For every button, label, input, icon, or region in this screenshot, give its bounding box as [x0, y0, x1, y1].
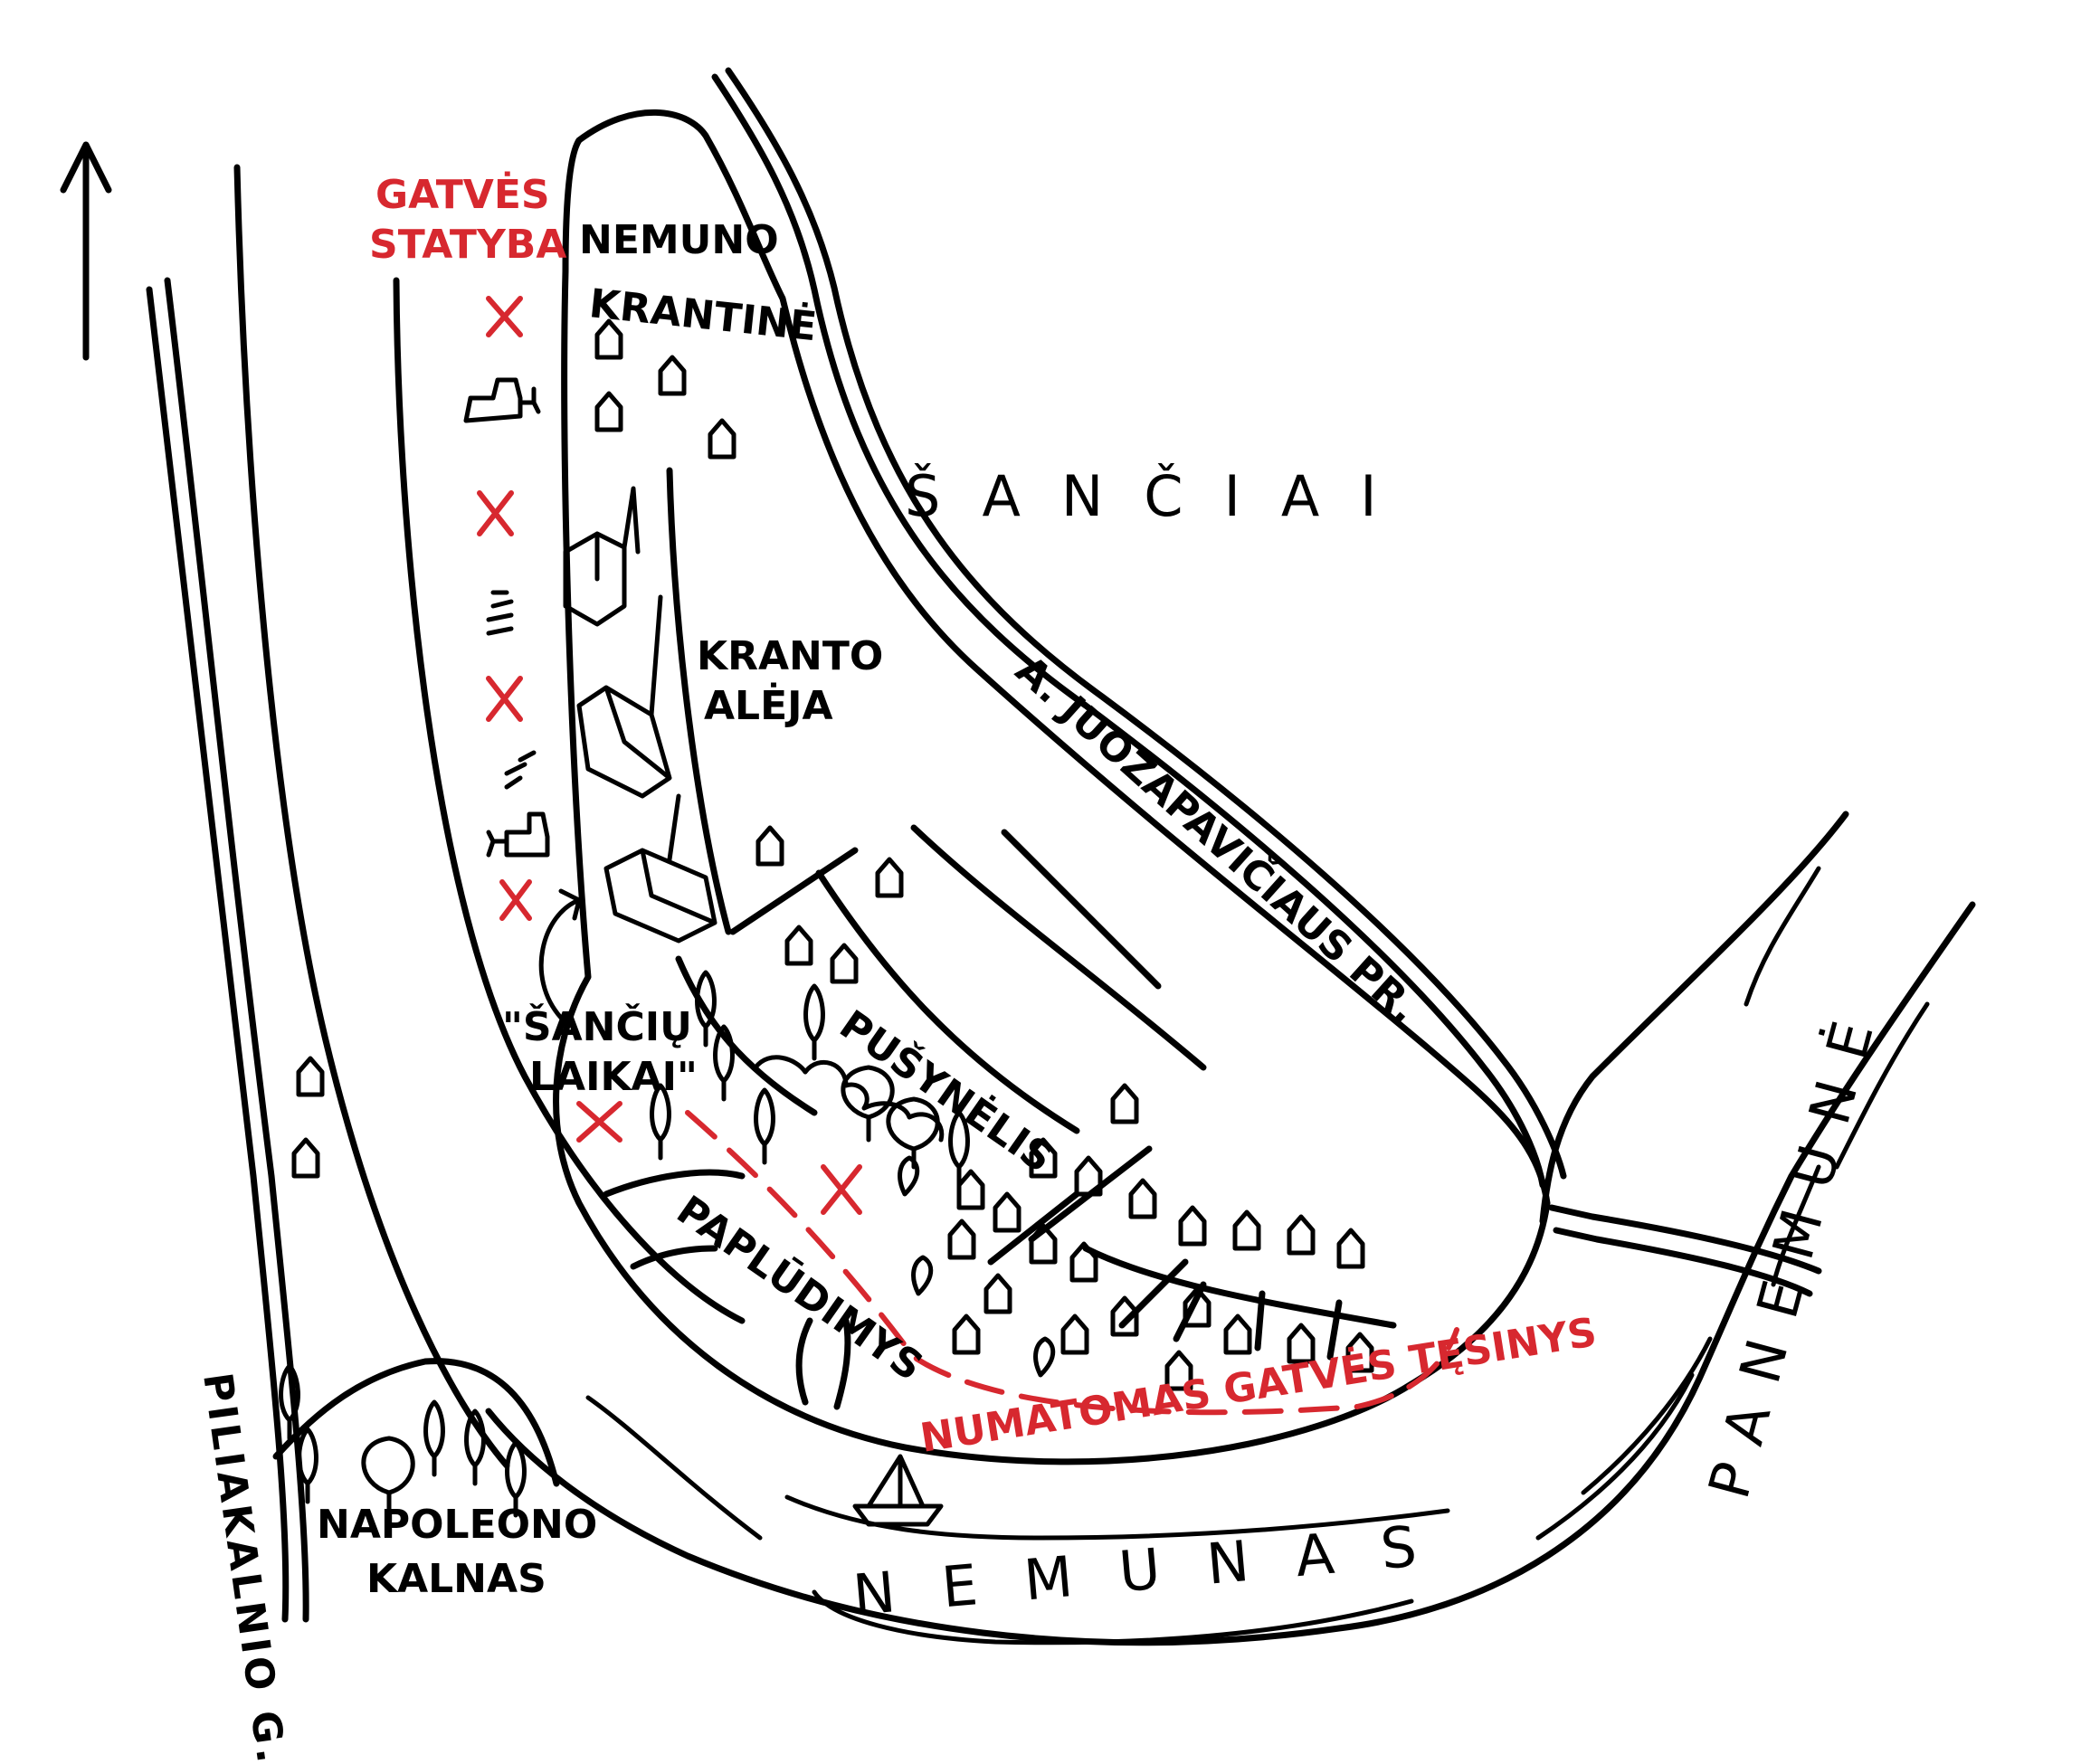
house-icon: [1287, 1214, 1316, 1256]
kranto-aleja-line: [666, 467, 732, 935]
house-icon: [1183, 1286, 1212, 1328]
house-icon: [956, 1169, 985, 1210]
label-napoleono-2: KALNAS: [366, 1556, 546, 1602]
tree-icon: [297, 1427, 318, 1504]
house-icon: [1060, 1314, 1089, 1355]
house-icon: [993, 1191, 1021, 1233]
bridge: [1548, 1204, 1822, 1297]
north-arrow-icon: [60, 141, 112, 361]
panemune-banks: [485, 811, 1976, 1646]
label-panemune: PANEMUNĖ: [1696, 991, 1893, 1505]
construction-street-edge: [393, 277, 746, 1324]
house-icon: [594, 391, 623, 432]
left-riverbank: [233, 164, 510, 1469]
tree-icon: [505, 1440, 527, 1518]
label-sanciu-laikai-1: "ŠANČIŲ: [502, 1002, 692, 1050]
label-napoleono-1: NAPOLEONO: [317, 1502, 597, 1548]
house-icon: [1287, 1323, 1316, 1364]
label-gatves-statyba-1: GATVĖS: [375, 170, 550, 218]
tree-icon: [464, 1408, 486, 1486]
planned-street-dashes: [685, 1110, 1459, 1416]
label-gatves-statyba-2: STATYBA: [369, 222, 566, 268]
tree-icon: [423, 1399, 445, 1477]
label-sanciu-laikai-2: LAIKAI": [529, 1054, 698, 1100]
juozapaviciaus-avenue: [711, 67, 1567, 1189]
house-icon: [952, 1314, 981, 1355]
excavator-icon: [463, 377, 541, 423]
tree-icon: [754, 1087, 775, 1165]
label-juozapaviciaus: A. JUOZAPAVIČIAUS PR.: [1007, 646, 1429, 1032]
house-icon: [291, 1137, 320, 1179]
house-icon: [1110, 1083, 1139, 1124]
pointer-arrow: [538, 888, 582, 1020]
house-icon: [1345, 1332, 1374, 1373]
tree-icon: [361, 1436, 415, 1518]
house-icon: [1110, 1295, 1139, 1337]
house-icon: [1336, 1228, 1365, 1269]
tree-icon: [803, 983, 825, 1061]
house-icon: [1128, 1178, 1157, 1219]
house-icon: [1069, 1241, 1098, 1283]
house-icon: [830, 943, 859, 984]
house-icon: [1178, 1205, 1207, 1247]
excavator-icon: [486, 811, 550, 858]
house-icon: [1232, 1209, 1261, 1251]
tree-icon: [886, 1096, 940, 1170]
house-icon: [1029, 1223, 1058, 1265]
house-icon: [1164, 1350, 1193, 1391]
house-icon: [755, 825, 784, 867]
tree-icon: [695, 970, 717, 1048]
house-icon: [708, 418, 736, 460]
piliakalnio-street: [146, 277, 309, 1623]
house-icon: [1029, 1137, 1058, 1179]
tree-icon: [911, 1255, 934, 1296]
house-icon: [784, 925, 813, 966]
label-nemuno-krantine-1: NEMUNO: [579, 217, 779, 263]
pusynelis-grove: [753, 1055, 945, 1143]
construction-hatches: [486, 590, 537, 790]
house-icon: [1223, 1314, 1252, 1355]
tree-icon: [279, 1363, 300, 1441]
tree-icon: [898, 1155, 920, 1197]
house-icon: [594, 318, 623, 360]
house-icon: [947, 1219, 976, 1260]
tree-icon: [713, 1024, 735, 1102]
tree-icon: [1033, 1336, 1056, 1378]
house-icon: [296, 1056, 325, 1097]
label-sanciai: ŠANČIAI: [905, 463, 1418, 529]
napoleono-hill: [272, 1358, 560, 1487]
house-icon: [875, 857, 904, 898]
label-kranto-aleja-1: KRANTO: [697, 633, 883, 679]
tree-icon: [948, 1110, 970, 1188]
label-kranto-aleja-2: ALĖJA: [704, 681, 833, 729]
kranto-buildings: [563, 486, 717, 944]
house-icon: [658, 355, 687, 396]
nemuno-krantine-outline: [553, 109, 1551, 1465]
tree-icon: [650, 1083, 671, 1161]
house-icon: [983, 1273, 1012, 1314]
boat-icon: [852, 1454, 944, 1527]
house-icon: [1074, 1155, 1103, 1197]
construction-x-icon: [477, 296, 862, 1215]
houses: [291, 318, 1374, 1391]
